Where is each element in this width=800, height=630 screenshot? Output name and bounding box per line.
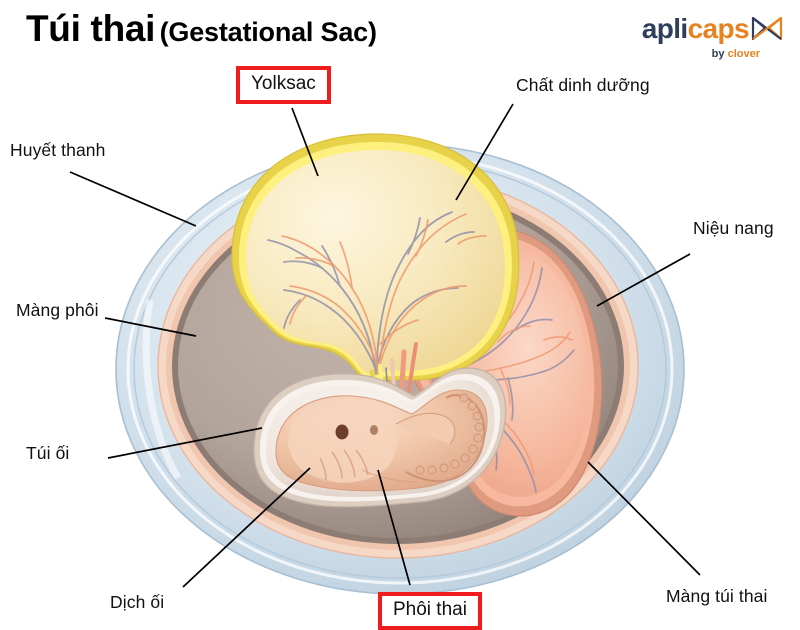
page-title: Túi thai (Gestational Sac) — [26, 8, 377, 50]
embryo — [275, 389, 488, 492]
label-dich-oi: Dịch ối — [110, 592, 165, 612]
label-yolksac: Yolksac — [236, 66, 331, 104]
butterfly-x-icon — [751, 16, 783, 41]
label-mang-phoi: Màng phôi — [16, 300, 99, 320]
title-english: (Gestational Sac) — [159, 17, 377, 47]
label-tui-oi: Túi ối — [26, 443, 70, 463]
logo-tagline-brand: clover — [727, 48, 760, 60]
logo-word-apli: apli — [641, 13, 688, 44]
label-chat-dinh-duong: Chất dinh dưỡng — [516, 75, 650, 95]
logo-word-caps: caps — [687, 13, 750, 44]
label-phoi-thai: Phôi thai — [378, 592, 482, 630]
label-huyet-thanh: Huyết thanh — [10, 140, 106, 160]
somites — [415, 393, 484, 475]
logo-tagline-by: by — [711, 48, 725, 60]
yolk-sac-membrane — [231, 133, 520, 385]
title-vietnamese: Túi thai — [26, 8, 156, 49]
logo-tagline: by clover — [642, 49, 760, 60]
label-nieu-nang: Niệu nang — [693, 218, 774, 238]
embryo-eye — [335, 424, 349, 440]
label-mang-tui-thai: Màng túi thai — [666, 586, 768, 606]
